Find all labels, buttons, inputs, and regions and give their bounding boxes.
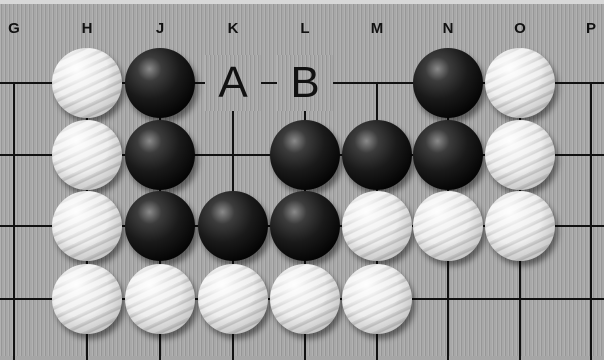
white-stone-o3: [485, 191, 555, 261]
white-stone-j4: [125, 264, 195, 334]
column-label-m: M: [362, 20, 392, 37]
white-stone-k4: [198, 264, 268, 334]
white-stone-h3: [52, 191, 122, 261]
black-stone-j1: [125, 48, 195, 118]
black-stone-l2: [270, 120, 340, 190]
white-stone-n3: [413, 191, 483, 261]
column-label-j: J: [145, 20, 175, 37]
white-stone-o2: [485, 120, 555, 190]
black-stone-k3: [198, 191, 268, 261]
column-label-g: G: [0, 20, 29, 37]
white-stone-h4: [52, 264, 122, 334]
marker-a[interactable]: A: [203, 53, 263, 113]
black-stone-j2: [125, 120, 195, 190]
black-stone-n1: [413, 48, 483, 118]
black-stone-j3: [125, 191, 195, 261]
marker-b[interactable]: B: [275, 53, 335, 113]
black-stone-n2: [413, 120, 483, 190]
column-label-k: K: [218, 20, 248, 37]
grid-line-vertical-p: [590, 83, 592, 360]
column-label-n: N: [433, 20, 463, 37]
black-stone-l3: [270, 191, 340, 261]
grid-line-vertical-g: [13, 83, 15, 360]
white-stone-m3: [342, 191, 412, 261]
column-label-o: O: [505, 20, 535, 37]
black-stone-m2: [342, 120, 412, 190]
white-stone-o1: [485, 48, 555, 118]
white-stone-h2: [52, 120, 122, 190]
white-stone-m4: [342, 264, 412, 334]
white-stone-h1: [52, 48, 122, 118]
column-label-l: L: [290, 20, 320, 37]
white-stone-l4: [270, 264, 340, 334]
column-label-p: P: [576, 20, 604, 37]
column-label-h: H: [72, 20, 102, 37]
